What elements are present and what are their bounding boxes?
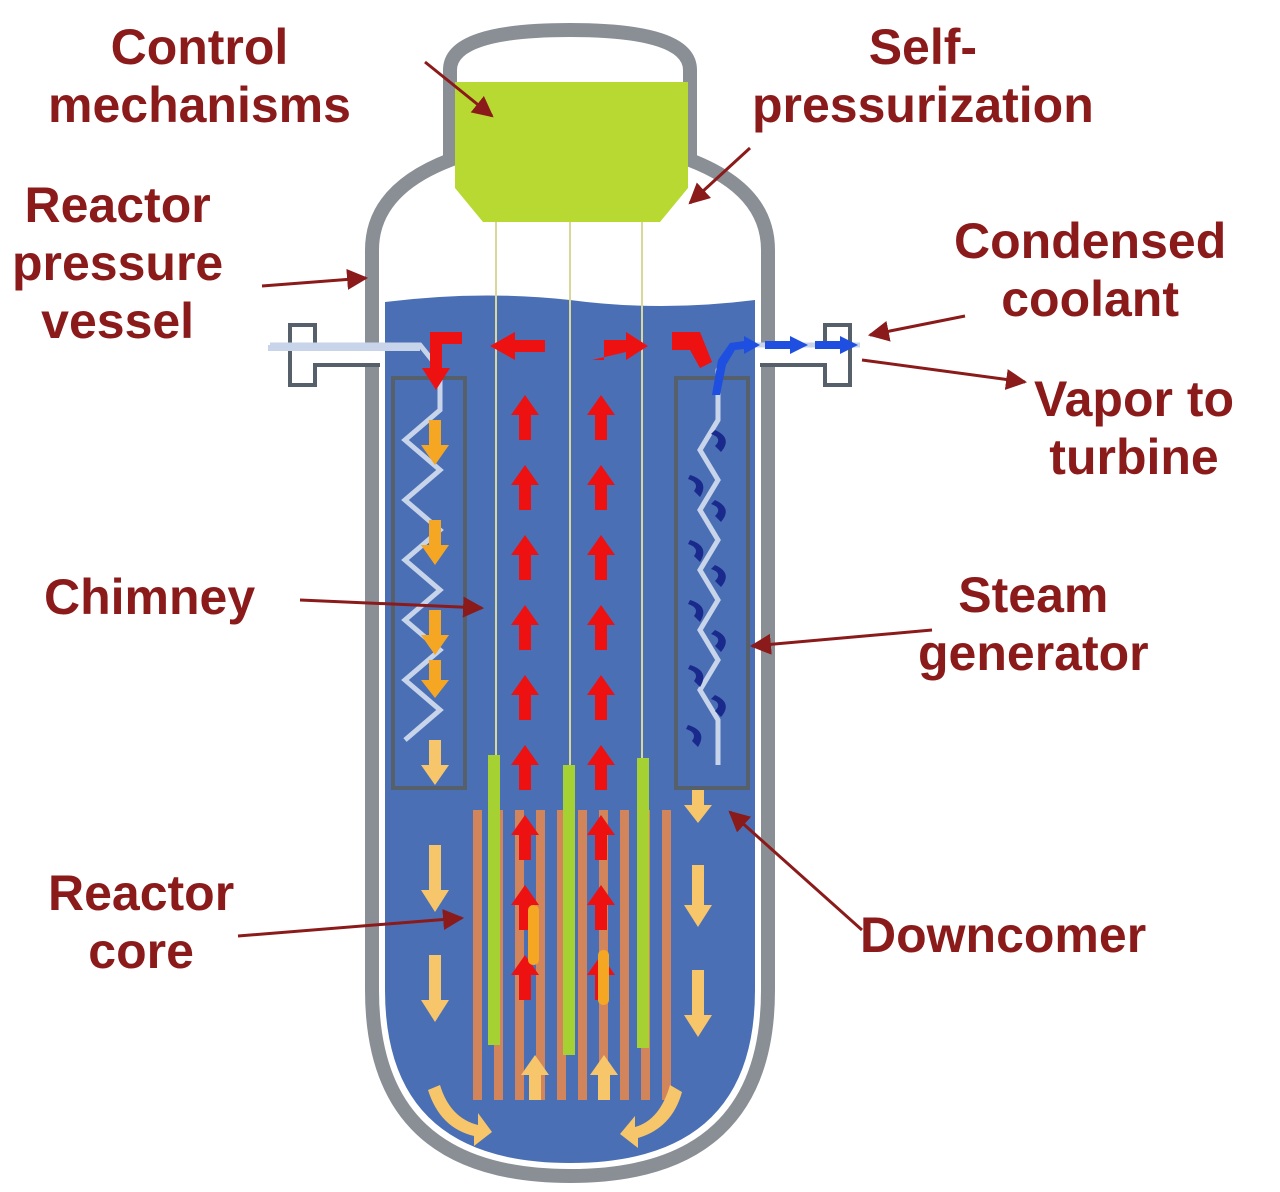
label-control-mechanisms: Control mechanisms [48,19,351,133]
label-chimney: Chimney [44,569,256,625]
leader-pressure-vessel [261,268,369,290]
condensed-coolant-flow [712,336,858,395]
label-downcomer: Downcomer [860,907,1147,963]
core-warm-flow [528,905,609,1005]
leader-vapor-to-turbine [861,358,1028,390]
label-self-pressurization: Self- pressurization [752,19,1094,133]
control-mechanisms-block [455,82,688,222]
chimney-hot-flow [422,332,712,1000]
steam-generator-right [674,376,750,790]
left-pipe-nozzle [288,323,380,387]
leader-control-mechanisms [424,60,494,118]
downcomer-cool-flow [421,740,712,1148]
leader-condensed-coolant [867,314,966,342]
control-rods [488,755,649,1055]
steam-generator-coil-flow [686,430,726,747]
label-reactor-pressure-vessel: Reactor pressure vessel [12,177,224,349]
label-condensed-coolant: Condensed coolant [954,213,1227,327]
leader-steam-generator [749,628,933,655]
label-reactor-core: Reactor core [48,865,235,979]
label-steam-generator: Steam generator [918,567,1149,681]
leader-self-pressurization [688,146,752,205]
label-vapor-to-turbine: Vapor to turbine [1034,371,1235,485]
leader-downcomer [728,810,863,932]
leader-reactor-core [237,909,465,938]
leader-chimney [299,596,485,618]
left-generator-warm-flow [421,420,449,698]
control-drive-lines [495,222,643,770]
leader-arrows [237,60,1028,938]
